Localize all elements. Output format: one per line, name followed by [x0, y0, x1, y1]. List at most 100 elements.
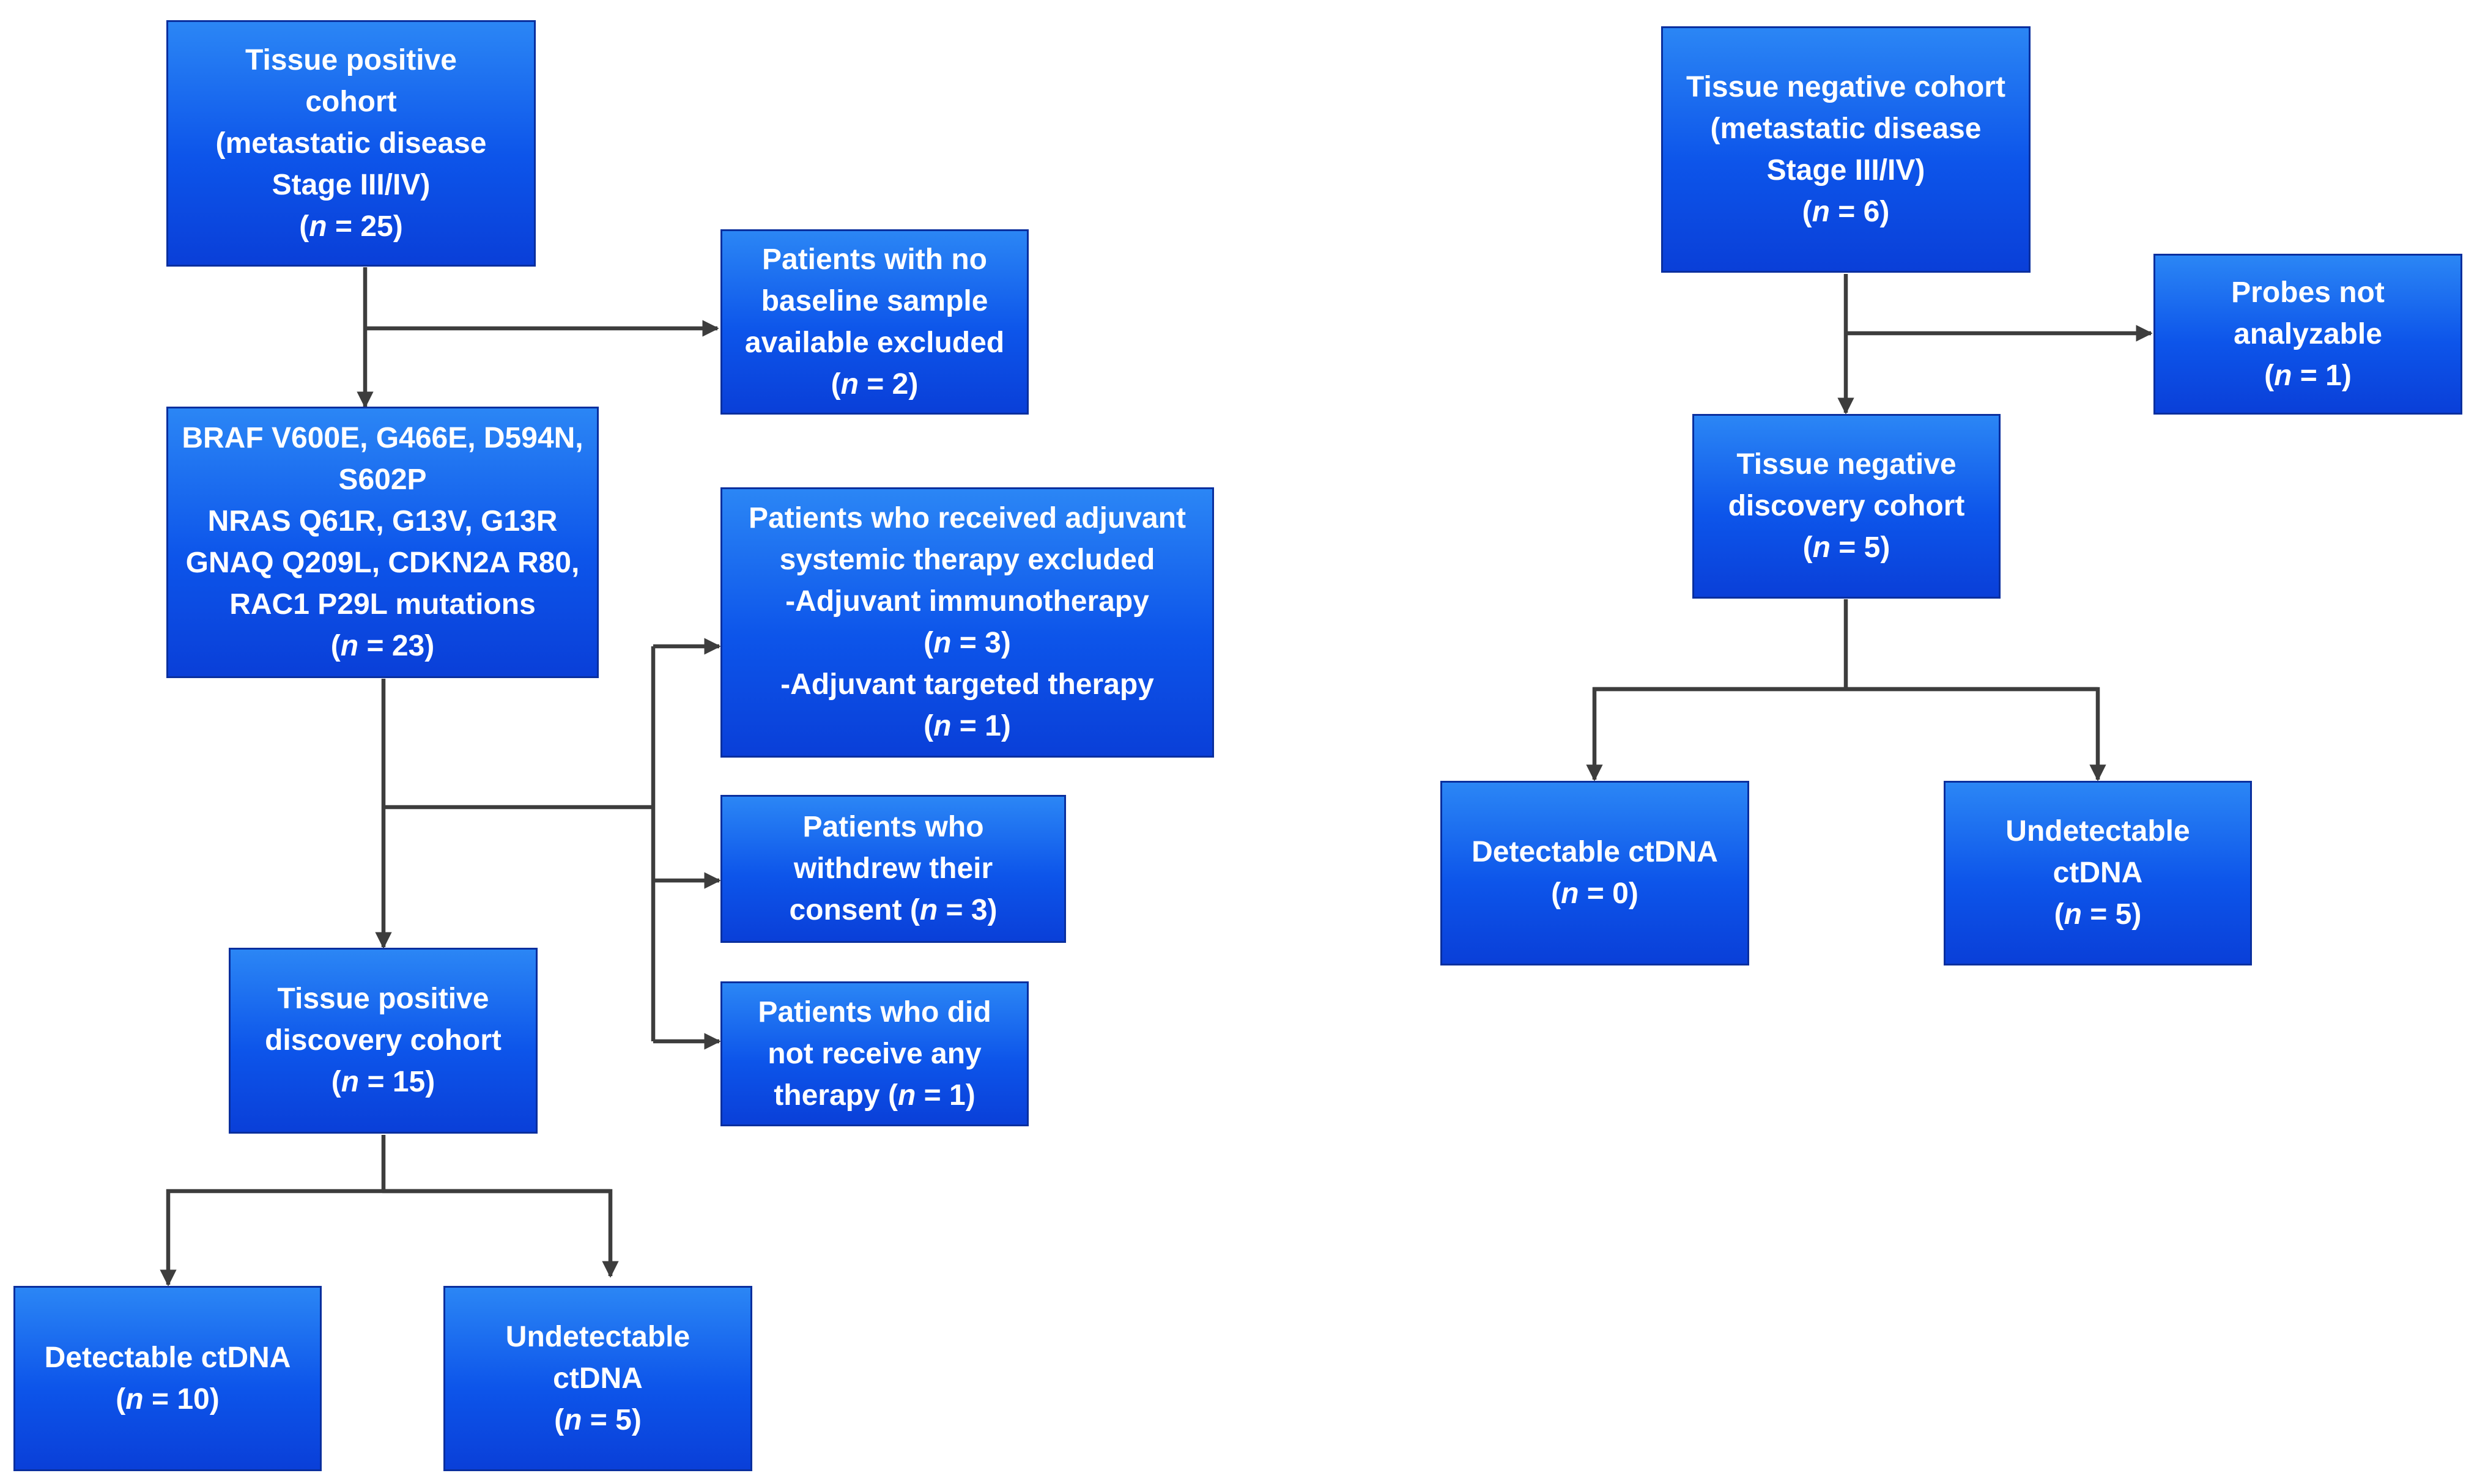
- label-line: (n = 3): [924, 622, 1011, 664]
- label-text: ctDNA: [553, 1362, 643, 1395]
- box-label: Probes not analyzable(n = 1): [2231, 272, 2385, 397]
- label-text: systemic therapy excluded: [779, 544, 1155, 576]
- label-line: discovery cohort: [265, 1020, 502, 1061]
- label-text: Patients with no: [761, 243, 987, 276]
- label-text: BRAF V600E, G466E, D594N,: [182, 422, 583, 454]
- label-line: Tissue negative: [1736, 444, 1956, 485]
- label-text: Patients who received adjuvant: [749, 502, 1186, 534]
- label-line: Undetectable: [506, 1316, 690, 1358]
- label-text: -Adjuvant immunotherapy: [785, 585, 1149, 618]
- label-text: (: [831, 367, 841, 401]
- italic-variable: n: [1812, 531, 1831, 564]
- label-text: (: [924, 710, 934, 742]
- label-text: GNAQ Q209L, CDKN2A R80,: [185, 547, 580, 579]
- label-line: (n = 25): [299, 206, 402, 248]
- label-line: Stage III/IV): [272, 164, 431, 206]
- label-text: Detectable ctDNA: [1472, 836, 1718, 868]
- label-text: (metastatic disease: [1710, 112, 1982, 145]
- label-line: analyzable: [2234, 314, 2382, 355]
- tp-detectable-ctdna-box: Detectable ctDNA (n = 10): [13, 1286, 322, 1471]
- tn-undetectable-ctdna-box: Undetectable ctDNA (n = 5): [1944, 781, 2252, 965]
- label-line: available excluded: [745, 322, 1004, 364]
- italic-variable: n: [564, 1403, 582, 1436]
- tp-undetectable-ctdna-box: Undetectable ctDNA (n = 5): [443, 1286, 752, 1471]
- label-text: = 15): [359, 1066, 435, 1098]
- italic-variable: n: [1812, 195, 1830, 228]
- label-text: (: [1802, 195, 1812, 228]
- label-text: Patients who did: [758, 995, 991, 1028]
- tissue-negative-cohort-box: Tissue negative cohort (metastatic diseas…: [1661, 26, 2031, 273]
- label-line: (n = 1): [2264, 355, 2352, 397]
- label-text: (: [554, 1403, 565, 1436]
- label-line: GNAQ Q209L, CDKN2A R80,: [186, 542, 580, 584]
- label-line: Tissue negative cohort: [1686, 67, 2005, 108]
- label-line: Probes not: [2231, 272, 2385, 314]
- label-text: (: [2264, 359, 2275, 392]
- connector-to-tn-undetectable: [1593, 687, 2106, 781]
- label-line: -Adjuvant targeted therapy: [780, 664, 1154, 706]
- label-line: Undetectable: [2005, 811, 2190, 852]
- label-text: discovery cohort: [1728, 490, 1965, 522]
- label-text: withdrew their: [793, 852, 993, 885]
- label-line: NRAS Q61R, G13V, G13R: [208, 501, 558, 542]
- italic-variable: n: [840, 367, 859, 401]
- label-line: Patients who did: [758, 992, 991, 1033]
- label-text: = 10): [143, 1382, 220, 1416]
- label-text: (: [299, 210, 309, 243]
- italic-variable: n: [897, 1079, 916, 1112]
- label-text: Stage III/IV): [272, 168, 431, 201]
- label-line: cohort: [305, 81, 396, 123]
- label-text: baseline sample: [761, 284, 988, 317]
- label-text: Undetectable: [505, 1320, 691, 1353]
- label-line: RAC1 P29L mutations: [229, 584, 536, 626]
- label-line: (n = 10): [116, 1379, 219, 1420]
- label-line: (n = 0): [1551, 873, 1638, 915]
- label-text: (metastatic disease: [215, 127, 487, 160]
- label-text: = 5): [582, 1403, 642, 1436]
- label-line: Patients who: [802, 807, 983, 848]
- label-line: systemic therapy excluded: [780, 539, 1155, 581]
- connector-to-tp-detectable: [160, 1189, 610, 1287]
- italic-variable: n: [341, 1066, 360, 1098]
- label-text: discovery cohort: [265, 1024, 502, 1057]
- label-line: ctDNA: [2053, 852, 2143, 894]
- label-line: Stage III/IV): [1767, 150, 1925, 191]
- label-text: Undetectable: [2005, 815, 2190, 847]
- label-text: Tissue negative: [1736, 448, 1957, 481]
- label-text: consent (: [789, 894, 920, 926]
- label-line: (n = 15): [331, 1061, 435, 1103]
- label-text: cohort: [305, 85, 397, 118]
- label-text: NRAS Q61R, G13V, G13R: [207, 505, 558, 537]
- italic-variable: n: [309, 210, 327, 243]
- label-text: (: [2054, 898, 2064, 931]
- label-text: Probes not: [2231, 276, 2385, 309]
- box-label: Detectable ctDNA (n = 0): [1472, 832, 1718, 915]
- label-line: (n = 5): [2054, 894, 2142, 936]
- label-line: withdrew their: [794, 848, 993, 890]
- italic-variable: n: [340, 630, 359, 662]
- label-text: Detectable ctDNA: [44, 1341, 291, 1374]
- italic-variable: n: [2064, 898, 2082, 931]
- label-line: baseline sample: [761, 281, 988, 322]
- label-line: ctDNA: [553, 1358, 643, 1400]
- label-text: = 5): [2081, 898, 2142, 931]
- label-text: = 0): [1579, 877, 1638, 910]
- label-text: ctDNA: [2053, 857, 2143, 889]
- box-label: Detectable ctDNA (n = 10): [45, 1337, 291, 1420]
- label-line: Detectable ctDNA: [1472, 832, 1718, 873]
- label-text: (: [924, 627, 934, 659]
- label-text: available excluded: [744, 326, 1005, 359]
- label-line: (n = 6): [1802, 191, 1890, 233]
- box-label: Patients who received adjuvant systemic t…: [749, 498, 1186, 747]
- label-text: = 3): [938, 894, 998, 926]
- label-line: (n = 5): [554, 1400, 642, 1441]
- label-line: (metastatic disease: [1711, 108, 1982, 150]
- label-text: = 25): [327, 210, 403, 243]
